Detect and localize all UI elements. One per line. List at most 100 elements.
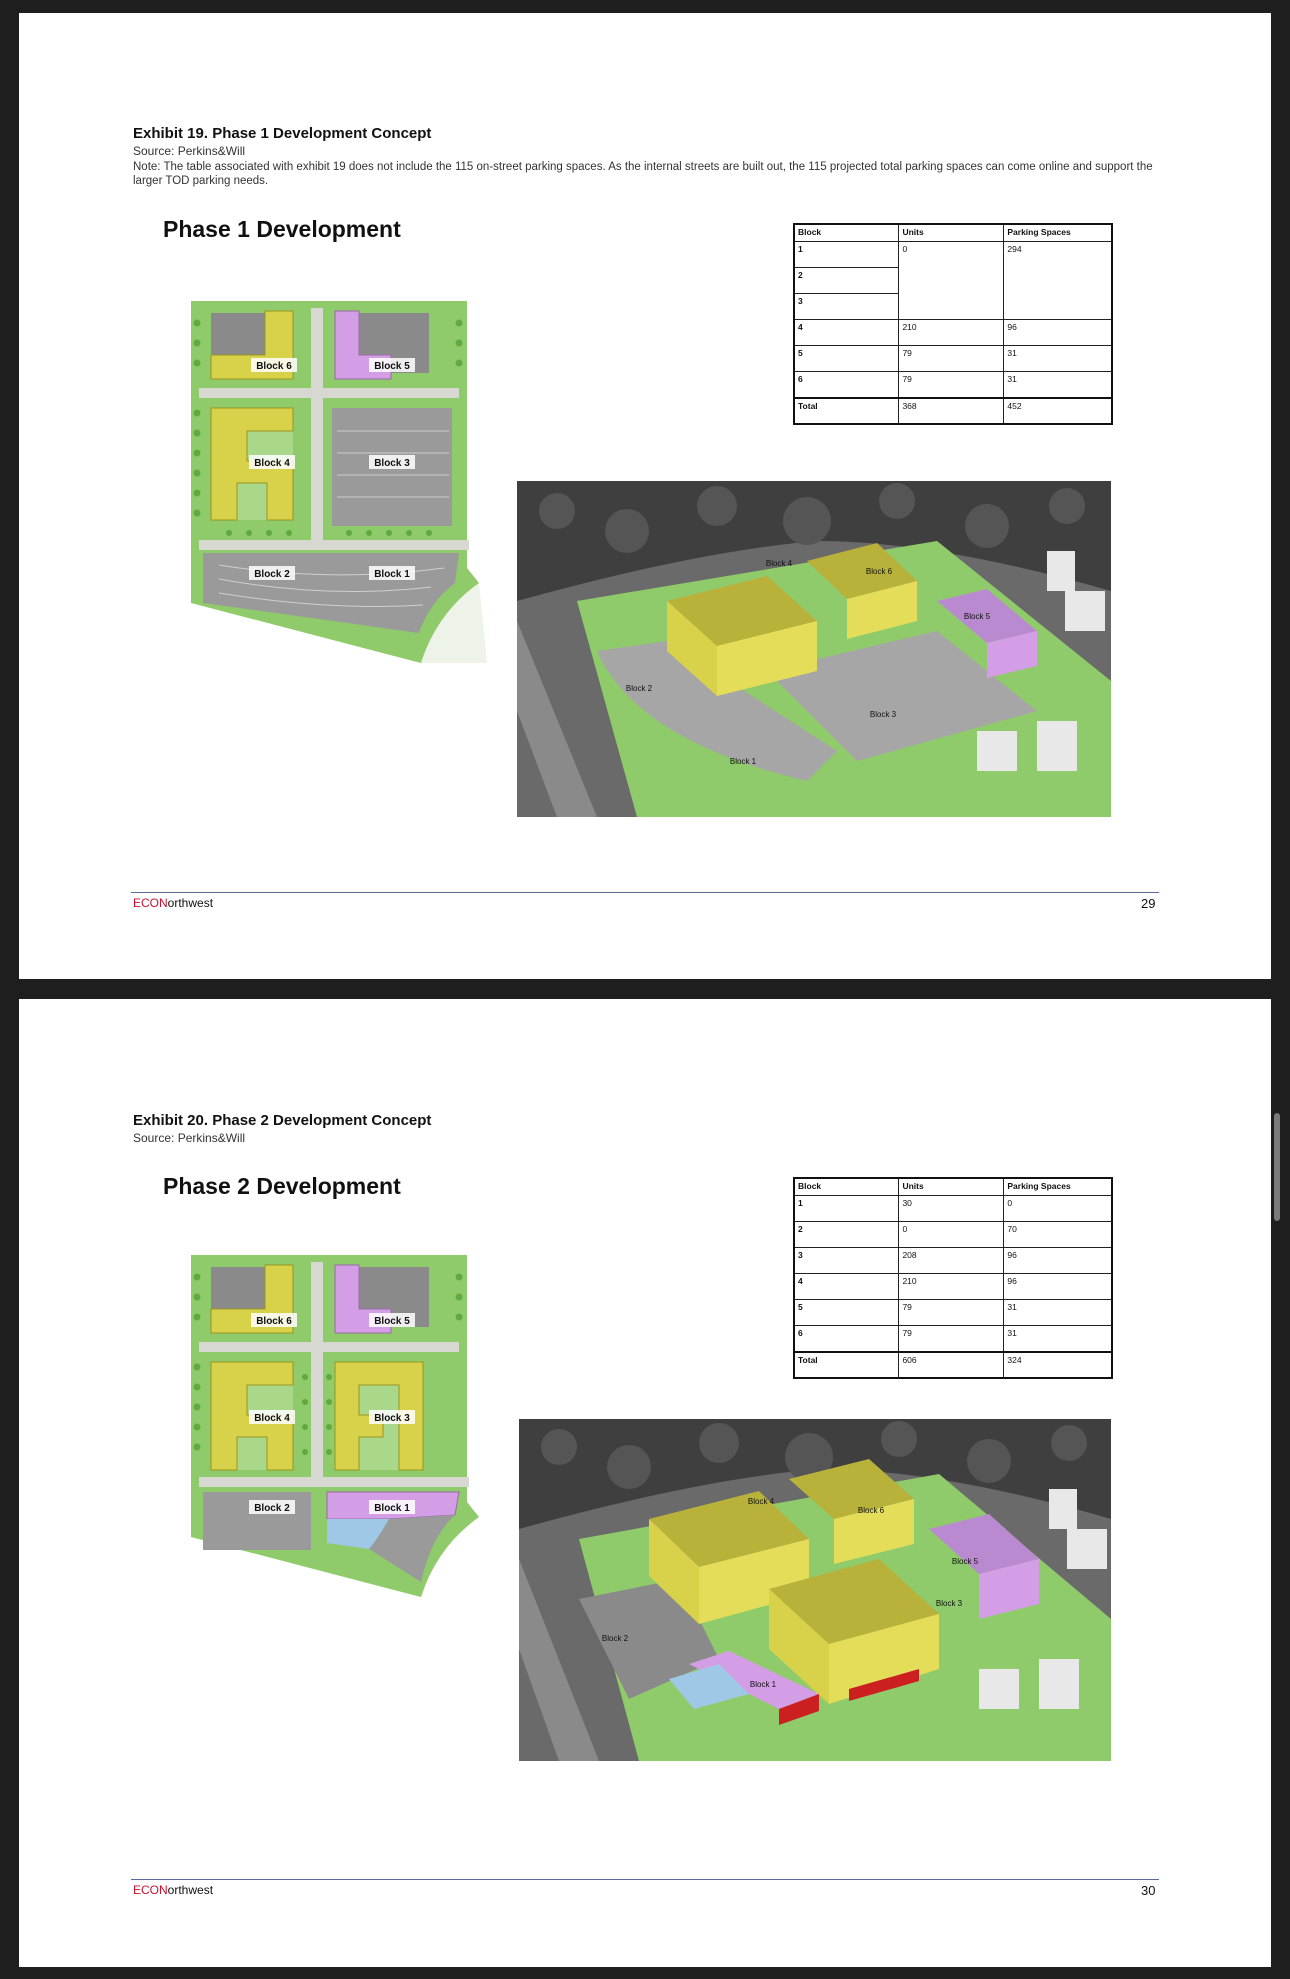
block-3-parking — [767, 631, 1037, 761]
aerial-label-block-2: Block 2 — [626, 684, 653, 693]
block-3-retail — [849, 1669, 919, 1701]
block-5-building-front — [987, 631, 1037, 678]
table-row: 5 79 31 — [793, 345, 1113, 372]
forest-area — [519, 1419, 1111, 1529]
table-cell: Total — [793, 396, 900, 424]
table-cell: 4 — [793, 319, 900, 346]
table-cell: 210 — [898, 319, 1005, 346]
table-cell: 0 — [898, 241, 1005, 320]
table-cell: 79 — [898, 1299, 1005, 1326]
parking-stripes — [337, 430, 449, 498]
block-5-building-top — [937, 589, 1037, 643]
table-row: 5 79 31 — [793, 1299, 1113, 1326]
table-cell: Total — [793, 1350, 900, 1378]
block-1-building — [689, 1651, 819, 1709]
page-number: 30 — [1141, 1883, 1156, 1898]
vertical-scrollbar[interactable] — [1274, 1113, 1280, 1221]
neighbor-buildings — [977, 551, 1105, 771]
block-4-building-side — [649, 1519, 699, 1624]
table-cell: 5 — [793, 345, 900, 372]
highway — [519, 1559, 599, 1761]
plan-label-block-4: Block 4 — [254, 1413, 290, 1424]
block-1-2-parking — [597, 641, 837, 781]
table-cell: 4 — [793, 1273, 900, 1300]
table-header-units: Units — [898, 223, 1005, 242]
walkway — [199, 388, 459, 398]
document-page-30: Exhibit 20. Phase 2 Development Concept … — [19, 999, 1271, 1967]
table-cell: 3 — [793, 1247, 900, 1274]
footer-brand-red: ECON — [133, 896, 168, 910]
phase-1-table: Block Units Parking Spaces 1 0 294 2 3 4… — [793, 223, 1113, 425]
table-row: 2 0 70 — [793, 1221, 1113, 1248]
table-cell: 2 — [793, 267, 900, 294]
table-header-parking: Parking Spaces — [1003, 223, 1113, 242]
block-4-building-front — [717, 621, 817, 696]
table-row: 2 — [793, 267, 1112, 294]
aerial-label-block-3: Block 3 — [870, 710, 897, 719]
table-cell: 6 — [793, 1325, 900, 1352]
aerial-label-block-4: Block 4 — [748, 1497, 775, 1506]
plan-label-block-6: Block 6 — [256, 1316, 292, 1327]
table-cell: 3 — [793, 293, 900, 320]
table-row: 4 210 96 — [793, 1273, 1113, 1300]
aerial-label-block-4: Block 4 — [766, 559, 793, 568]
table-cell: 452 — [1003, 396, 1113, 424]
exhibit-title: Exhibit 20. Phase 2 Development Concept — [133, 1112, 432, 1129]
table-cell: 31 — [1003, 345, 1113, 372]
document-page-29: Exhibit 19. Phase 1 Development Concept … — [19, 13, 1271, 979]
table-cell: 6 — [793, 371, 900, 398]
footer-brand-red: ECON — [133, 1883, 168, 1897]
table-cell: 208 — [898, 1247, 1005, 1274]
block-6-building-top — [807, 543, 917, 599]
table-row: 6 79 31 — [793, 371, 1113, 398]
block-3-building-side — [769, 1589, 829, 1704]
block-4-building-front — [699, 1539, 809, 1624]
plan-label-block-5: Block 5 — [374, 1316, 410, 1327]
exhibit-source: Source: Perkins&Will — [133, 1131, 246, 1145]
aerial-label-block-1: Block 1 — [750, 1680, 777, 1689]
table-header-block: Block — [793, 1177, 900, 1196]
phase-title: Phase 1 Development — [163, 216, 401, 242]
table-header-block: Block — [793, 223, 900, 242]
walkway — [199, 1477, 469, 1487]
tree-rows — [193, 1273, 463, 1455]
walkway — [199, 1342, 459, 1352]
phase-2-table: Block Units Parking Spaces 1 30 0 2 0 70… — [793, 1177, 1113, 1379]
forest-texture — [541, 1421, 1087, 1489]
block-6-building-front — [834, 1499, 914, 1564]
table-cell: 1 — [793, 1195, 900, 1222]
plan-label-block-2: Block 2 — [254, 1503, 290, 1514]
table-cell: 79 — [898, 345, 1005, 372]
plan-label-block-4: Block 4 — [254, 458, 290, 469]
table-cell: 30 — [898, 1195, 1005, 1222]
table-row: 6 79 31 — [793, 1325, 1113, 1352]
site-plan-phase-2: Block 6 Block 5 Block 4 Block 3 Block 2 … — [191, 1255, 479, 1597]
footer-brand-rest: orthwest — [167, 896, 214, 910]
footer-rule — [131, 1879, 1151, 1880]
block-5-building-front — [979, 1559, 1039, 1619]
table-cell: 5 — [793, 1299, 900, 1326]
footer-rule — [131, 892, 1151, 893]
table-cell: 368 — [898, 396, 1005, 424]
block-4-building-side — [667, 601, 717, 696]
table-cell: 31 — [1003, 1325, 1113, 1352]
block-1-plaza — [669, 1664, 749, 1709]
walkway — [199, 540, 469, 550]
page-number-rule — [1141, 892, 1159, 893]
table-cell: 31 — [1003, 371, 1113, 398]
block-6-building-front — [847, 581, 917, 639]
aerial-label-block-6: Block 6 — [866, 567, 893, 576]
table-row: 4 210 96 — [793, 319, 1113, 346]
table-cell: 606 — [898, 1350, 1005, 1378]
site-plan-phase-1: Block 6 Block 5 Block 4 Block 3 Block 2 … — [191, 301, 487, 663]
block-1-parking — [369, 1515, 455, 1582]
walkway — [311, 308, 323, 548]
tree-rows — [193, 319, 463, 536]
plan-label-block-1: Block 1 — [374, 1503, 410, 1514]
block-1-plaza — [327, 1519, 389, 1549]
table-cell: 96 — [1003, 1247, 1113, 1274]
table-cell: 0 — [898, 1221, 1005, 1248]
plan-label-block-5: Block 5 — [374, 361, 410, 372]
neighbor-buildings — [979, 1489, 1107, 1709]
table-row: 1 30 0 — [793, 1195, 1113, 1222]
